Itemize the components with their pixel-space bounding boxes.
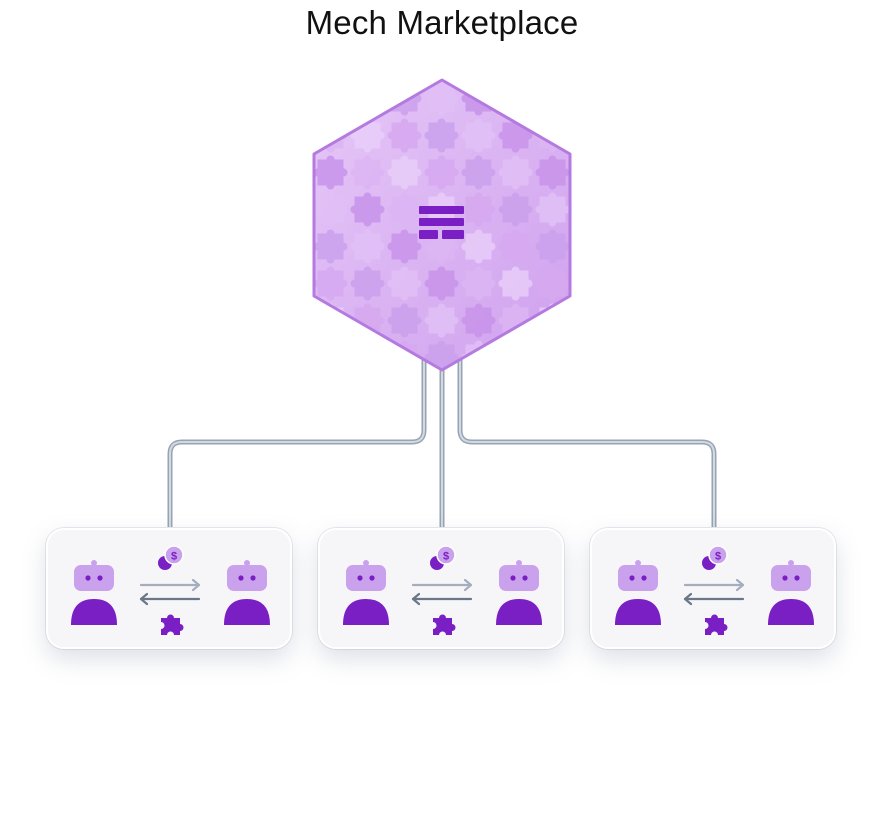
puzzle-tile [535,192,570,227]
puzzle-tile [498,340,533,370]
puzzle-piece-icon [161,614,184,635]
puzzle-tile [573,230,607,264]
puzzle-tile [387,303,422,338]
dollar-coin-icon: $ [702,545,728,570]
puzzle-tile [573,267,607,301]
left-robot-agent-icon [615,560,661,625]
puzzle-tile [314,192,348,227]
puzzle-tile [350,192,385,227]
puzzle-tile [424,81,459,116]
puzzle-tile [387,340,422,370]
arrow-right-icon [139,578,201,592]
puzzle-tile [314,81,348,116]
puzzle-tile [498,192,533,227]
puzzle-tile [573,82,607,116]
puzzle-tile [350,229,385,264]
puzzle-tile [461,266,496,301]
puzzle-tile [498,266,533,301]
puzzle-tile [461,229,496,264]
puzzle-tile [461,155,496,190]
puzzle-tile [314,229,348,264]
left-robot-agent-icon [71,560,117,625]
puzzle-tile [535,229,570,264]
puzzle-piece-icon [705,614,728,635]
puzzle-tile [314,266,348,301]
puzzle-tile [498,155,533,190]
puzzle-tile [387,155,422,190]
right-robot-agent-icon [768,560,814,625]
puzzle-tile [424,118,459,153]
puzzle-tile [350,81,385,116]
puzzle-tile [573,119,607,153]
svg-text:$: $ [443,551,449,563]
puzzle-piece-icon [433,614,456,635]
puzzle-tile [350,266,385,301]
svg-text:$: $ [715,551,721,563]
puzzle-tile [314,155,348,190]
puzzle-tile [573,304,607,338]
puzzle-tile [424,155,459,190]
puzzle-tile [314,118,348,153]
arrow-right-icon [683,578,745,592]
agent-exchange-card-1: $ [46,528,292,649]
arrow-left-icon [683,592,745,606]
puzzle-tile [535,81,570,116]
puzzle-tile [314,340,348,370]
puzzle-tile [535,340,570,370]
marketplace-hub [312,78,607,375]
puzzle-tile [387,81,422,116]
puzzle-tile [461,192,496,227]
puzzle-tile [350,155,385,190]
right-robot-agent-icon [496,560,542,625]
arrow-left-icon [411,592,473,606]
puzzle-tile [461,81,496,116]
right-robot-agent-icon [224,560,270,625]
puzzle-tile [535,303,570,338]
puzzle-tile [350,340,385,370]
agent-exchange-card-3: $ [590,528,836,649]
marketplace-brick-icon [419,206,464,239]
puzzle-tile [424,266,459,301]
puzzle-tile [387,118,422,153]
arrow-right-icon [411,578,473,592]
dollar-coin-icon: $ [158,545,184,570]
connector-left [167,357,427,531]
puzzle-tile [387,229,422,264]
puzzle-tile [573,341,607,375]
puzzle-tile [573,156,607,190]
puzzle-tile [535,266,570,301]
puzzle-tile [461,118,496,153]
puzzle-tile [387,192,422,227]
arrow-left-icon [139,592,201,606]
puzzle-tile [573,193,607,227]
puzzle-tile [387,266,422,301]
puzzle-tile [314,303,348,338]
puzzle-tile [461,303,496,338]
svg-text:$: $ [171,551,177,563]
puzzle-tile [498,81,533,116]
connector-right [457,357,717,531]
puzzle-tile [424,303,459,338]
dollar-coin-icon: $ [430,545,456,570]
diagram-title: Mech Marketplace [305,4,579,41]
left-robot-agent-icon [343,560,389,625]
puzzle-tile [535,155,570,190]
puzzle-tile [498,229,533,264]
agent-exchange-card-2: $ [318,528,564,649]
